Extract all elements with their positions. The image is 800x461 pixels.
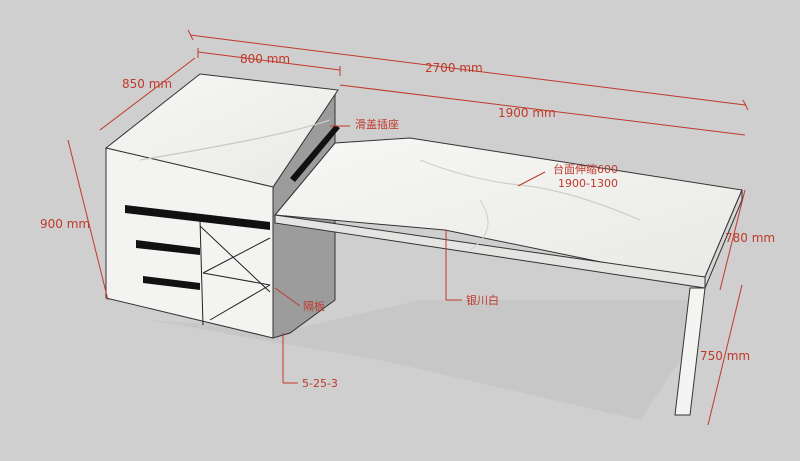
extension-label-2: 1900-1300 <box>558 177 618 190</box>
door-divider <box>199 219 204 326</box>
partition-label: 隔板 <box>303 299 325 313</box>
dim-900-label: 900 mm <box>40 217 90 231</box>
slide-socket <box>290 125 340 182</box>
dim-900-line <box>67 139 109 301</box>
door-diagonal-2 <box>202 237 271 274</box>
dim-780-label: 780 mm <box>725 231 775 245</box>
dim-800-line <box>197 51 341 71</box>
extension-label-1: 台面伸缩600 <box>553 162 618 176</box>
dim-1900-label: 1900 mm <box>498 106 556 120</box>
dim-2700-label: 2700 mm <box>425 61 483 75</box>
drawer-slot-2 <box>136 240 200 255</box>
dim-800-label: 800 mm <box>240 52 290 66</box>
dim-850-label: 850 mm <box>122 77 172 91</box>
drawer-slot-1 <box>125 205 270 230</box>
partition-leader <box>274 287 301 307</box>
code-label: 5-25-3 <box>302 377 338 390</box>
dim-1900-line <box>339 84 746 136</box>
dim-780-line <box>719 189 746 291</box>
drawer-slot-3 <box>143 276 200 290</box>
door-diagonal-1 <box>199 225 271 293</box>
material-label: 银川白 <box>466 293 499 307</box>
door-diagonal-3 <box>209 284 271 321</box>
marble-vein-3 <box>469 199 489 251</box>
dim-850-line <box>99 57 196 131</box>
dim-750-label: 750 mm <box>700 349 750 363</box>
dim-750-line <box>707 284 743 426</box>
socket-label: 滑盖插座 <box>355 117 399 131</box>
door-mid <box>202 272 271 286</box>
marble-vein-1 <box>139 119 331 161</box>
extension-leader <box>517 171 546 187</box>
desk-leg-front <box>674 287 706 416</box>
cabinet-front <box>105 147 274 339</box>
dim-2700-line <box>189 34 746 106</box>
